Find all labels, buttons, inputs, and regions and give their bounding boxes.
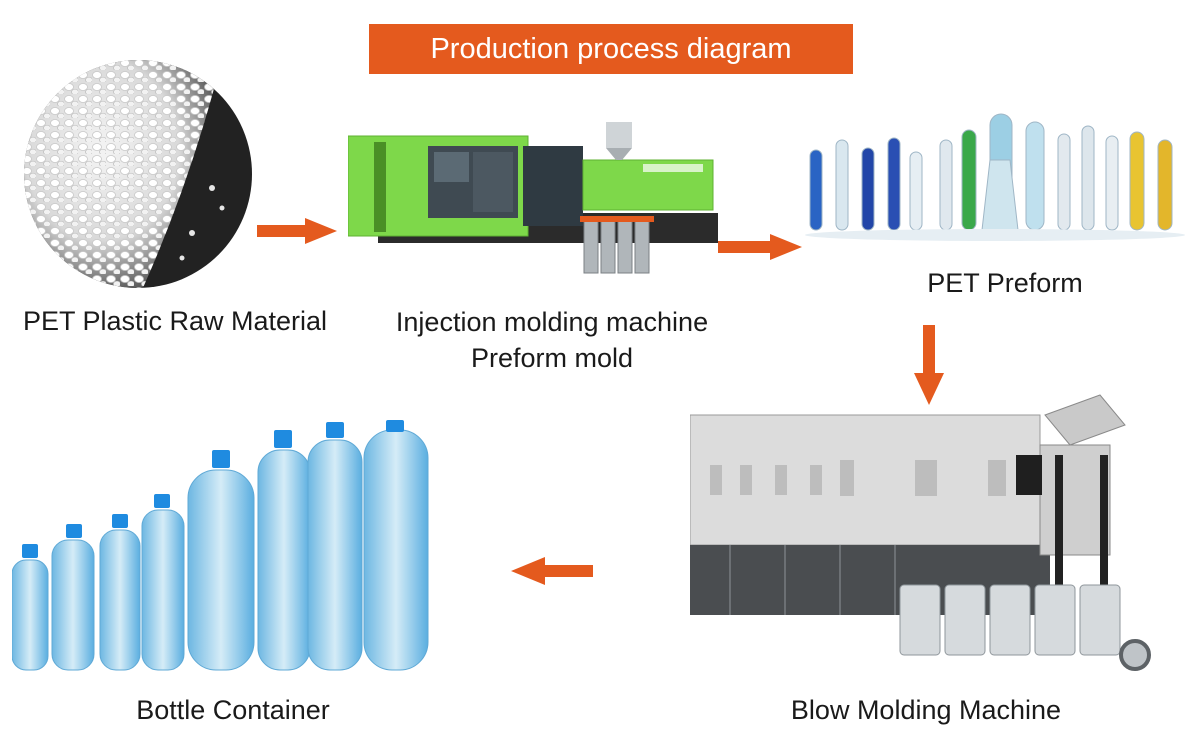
bottle-container-label: Bottle Container: [136, 695, 330, 725]
raw-material-label: PET Plastic Raw Material: [22, 306, 328, 336]
arrow-preform-to-blow: [914, 325, 944, 405]
arrow-blow-to-bottle: [511, 557, 593, 585]
pet-preform-label: PET Preform: [927, 268, 1083, 298]
arrow-raw-to-injection: [257, 218, 337, 244]
blow-molding-image: [690, 394, 1151, 671]
injection-machine-image: [348, 122, 718, 274]
diagram-title: Production process diagram: [369, 24, 853, 74]
pet-preform-image: [805, 113, 1185, 241]
raw-material-image: [24, 60, 252, 288]
bottle-container-image: [12, 420, 429, 671]
blow-molding-label: Blow Molding Machine: [790, 695, 1062, 725]
arrow-injection-to-preform: [718, 234, 802, 260]
injection-machine-label: Injection molding machine: [395, 307, 709, 337]
preform-mold-label: Preform mold: [470, 343, 634, 373]
